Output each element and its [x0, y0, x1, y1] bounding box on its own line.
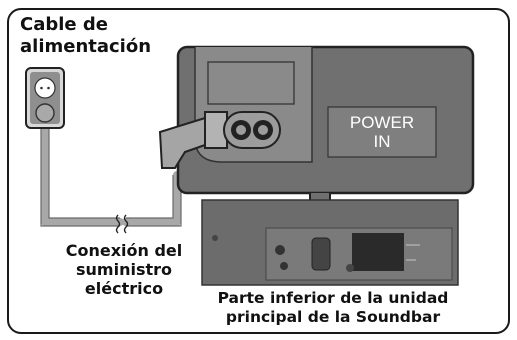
power-connection-label: Conexión del suministro eléctrico	[56, 241, 192, 299]
power-plug-icon	[158, 111, 281, 169]
power-in-label-line-2: IN	[374, 132, 391, 151]
wall-outlet-icon	[25, 67, 65, 129]
power-cable-label: Cable de alimentación	[20, 14, 151, 57]
power-connection-label-line-3: eléctrico	[84, 279, 164, 299]
power-in-label-line-1: POWER	[350, 113, 414, 132]
cable-break-icon	[115, 214, 129, 234]
power-connection-label-line-1: Conexión del	[65, 241, 183, 260]
power-cable-label-line-2: alimentación	[20, 35, 152, 57]
soundbar-bottom-label-line-2: principal de la Soundbar	[225, 307, 441, 326]
power-cable-label-line-1: Cable de	[20, 14, 108, 35]
soundbar-bottom-label-line-1: Parte inferior de la unidad	[217, 289, 449, 307]
soundbar-bottom-label: Parte inferior de la unidad principal de…	[198, 289, 468, 326]
power-connection-label-line-2: suministro	[76, 260, 172, 280]
soundbar-unit-icon	[201, 199, 459, 286]
power-cable	[41, 121, 181, 226]
